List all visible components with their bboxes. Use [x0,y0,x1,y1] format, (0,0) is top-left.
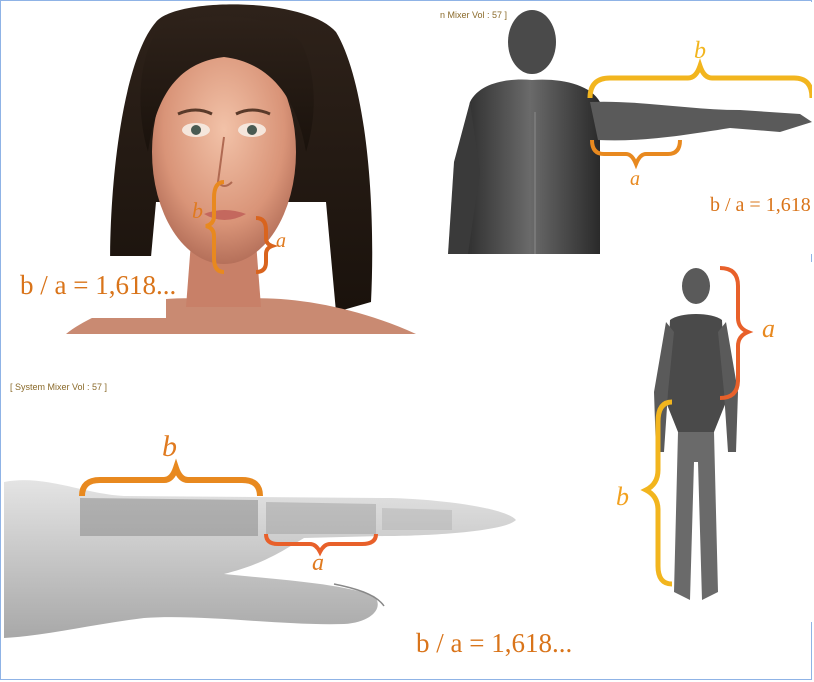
brace-a [592,140,680,164]
brace-b [206,182,224,272]
face-ratio: b / a = 1,618... [20,270,176,301]
hand-label-b: b [162,430,177,464]
face-panel: b a b / a = 1,618... [6,2,434,334]
hand-ratio: b / a = 1,618... [416,628,572,659]
body-panel: a b [596,262,812,622]
hand-panel: [ System Mixer Vol : 57 ] b a b / a = 1,… [4,374,590,676]
arm-ratio: b / a = 1,618... [710,194,812,217]
brace-a [256,218,272,272]
brace-b [590,66,812,98]
arm-panel: n Mixer Vol : 57 ] b a b / a = 1,618... [440,2,812,254]
body-label-a: a [762,314,775,344]
body-braces [596,262,812,622]
brace-a [720,268,748,398]
face-label-b: b [192,198,203,224]
brace-b [82,468,260,496]
arm-label-a: a [630,168,640,191]
hand-overlay-text: [ System Mixer Vol : 57 ] [10,382,107,392]
brace-b [646,402,672,584]
hand-label-a: a [312,550,324,577]
arm-label-b: b [694,38,706,65]
body-label-b: b [616,482,629,512]
arm-overlay-text: n Mixer Vol : 57 ] [440,10,507,20]
face-label-a: a [276,230,286,253]
